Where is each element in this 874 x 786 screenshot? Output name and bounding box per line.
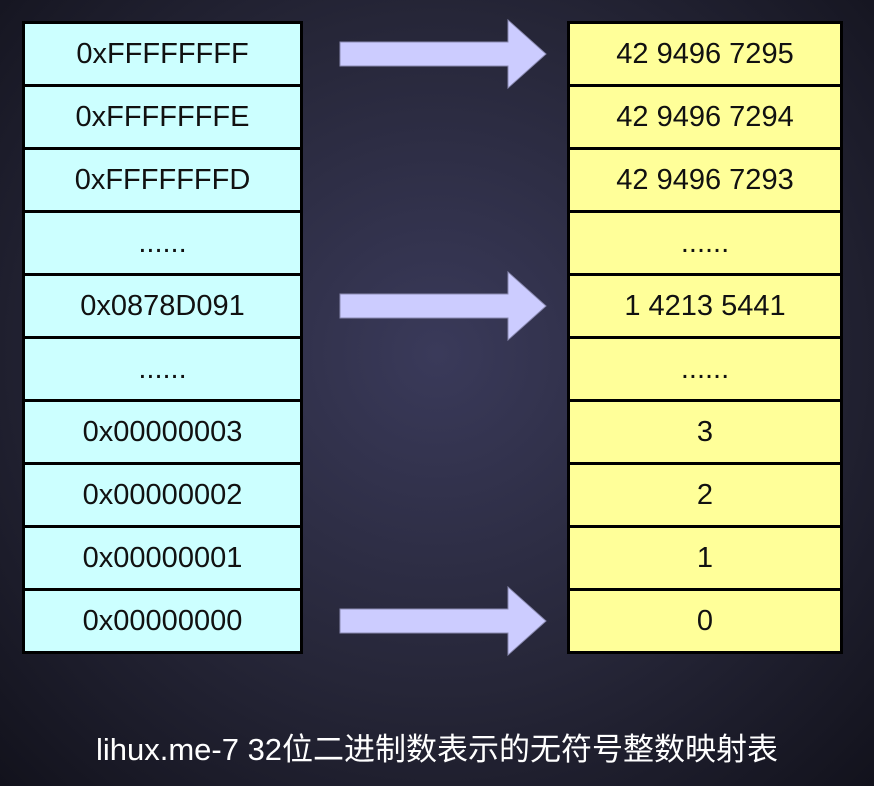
right-arrow-icon (339, 270, 547, 342)
decimal-cell: 0 (567, 588, 843, 654)
decimal-cell: 42 9496 7294 (567, 84, 843, 150)
decimal-cell: 3 (567, 399, 843, 465)
right-arrow-icon (339, 585, 547, 657)
decimal-cell: 2 (567, 462, 843, 528)
hex-cell: 0x00000003 (22, 399, 303, 465)
decimal-cell: 42 9496 7295 (567, 21, 843, 87)
hex-cell: 0x00000002 (22, 462, 303, 528)
caption: lihux.me-7 32位二进制数表示的无符号整数映射表 (95, 732, 779, 767)
hex-cell: 0x00000001 (22, 525, 303, 591)
decimal-cell: 1 4213 5441 (567, 273, 843, 339)
hex-column: 0xFFFFFFFF 0xFFFFFFFE 0xFFFFFFFD ...... … (22, 21, 303, 654)
hex-cell: 0xFFFFFFFD (22, 147, 303, 213)
hex-cell: 0xFFFFFFFF (22, 21, 303, 87)
right-arrow-icon (339, 18, 547, 90)
hex-cell: ...... (22, 336, 303, 402)
hex-cell: ...... (22, 210, 303, 276)
decimal-cell: 1 (567, 525, 843, 591)
decimal-cell: ...... (567, 336, 843, 402)
decimal-cell: 42 9496 7293 (567, 147, 843, 213)
decimal-column: 42 9496 7295 42 9496 7294 42 9496 7293 .… (567, 21, 843, 654)
decimal-cell: ...... (567, 210, 843, 276)
hex-cell: 0x0878D091 (22, 273, 303, 339)
hex-cell: 0x00000000 (22, 588, 303, 654)
